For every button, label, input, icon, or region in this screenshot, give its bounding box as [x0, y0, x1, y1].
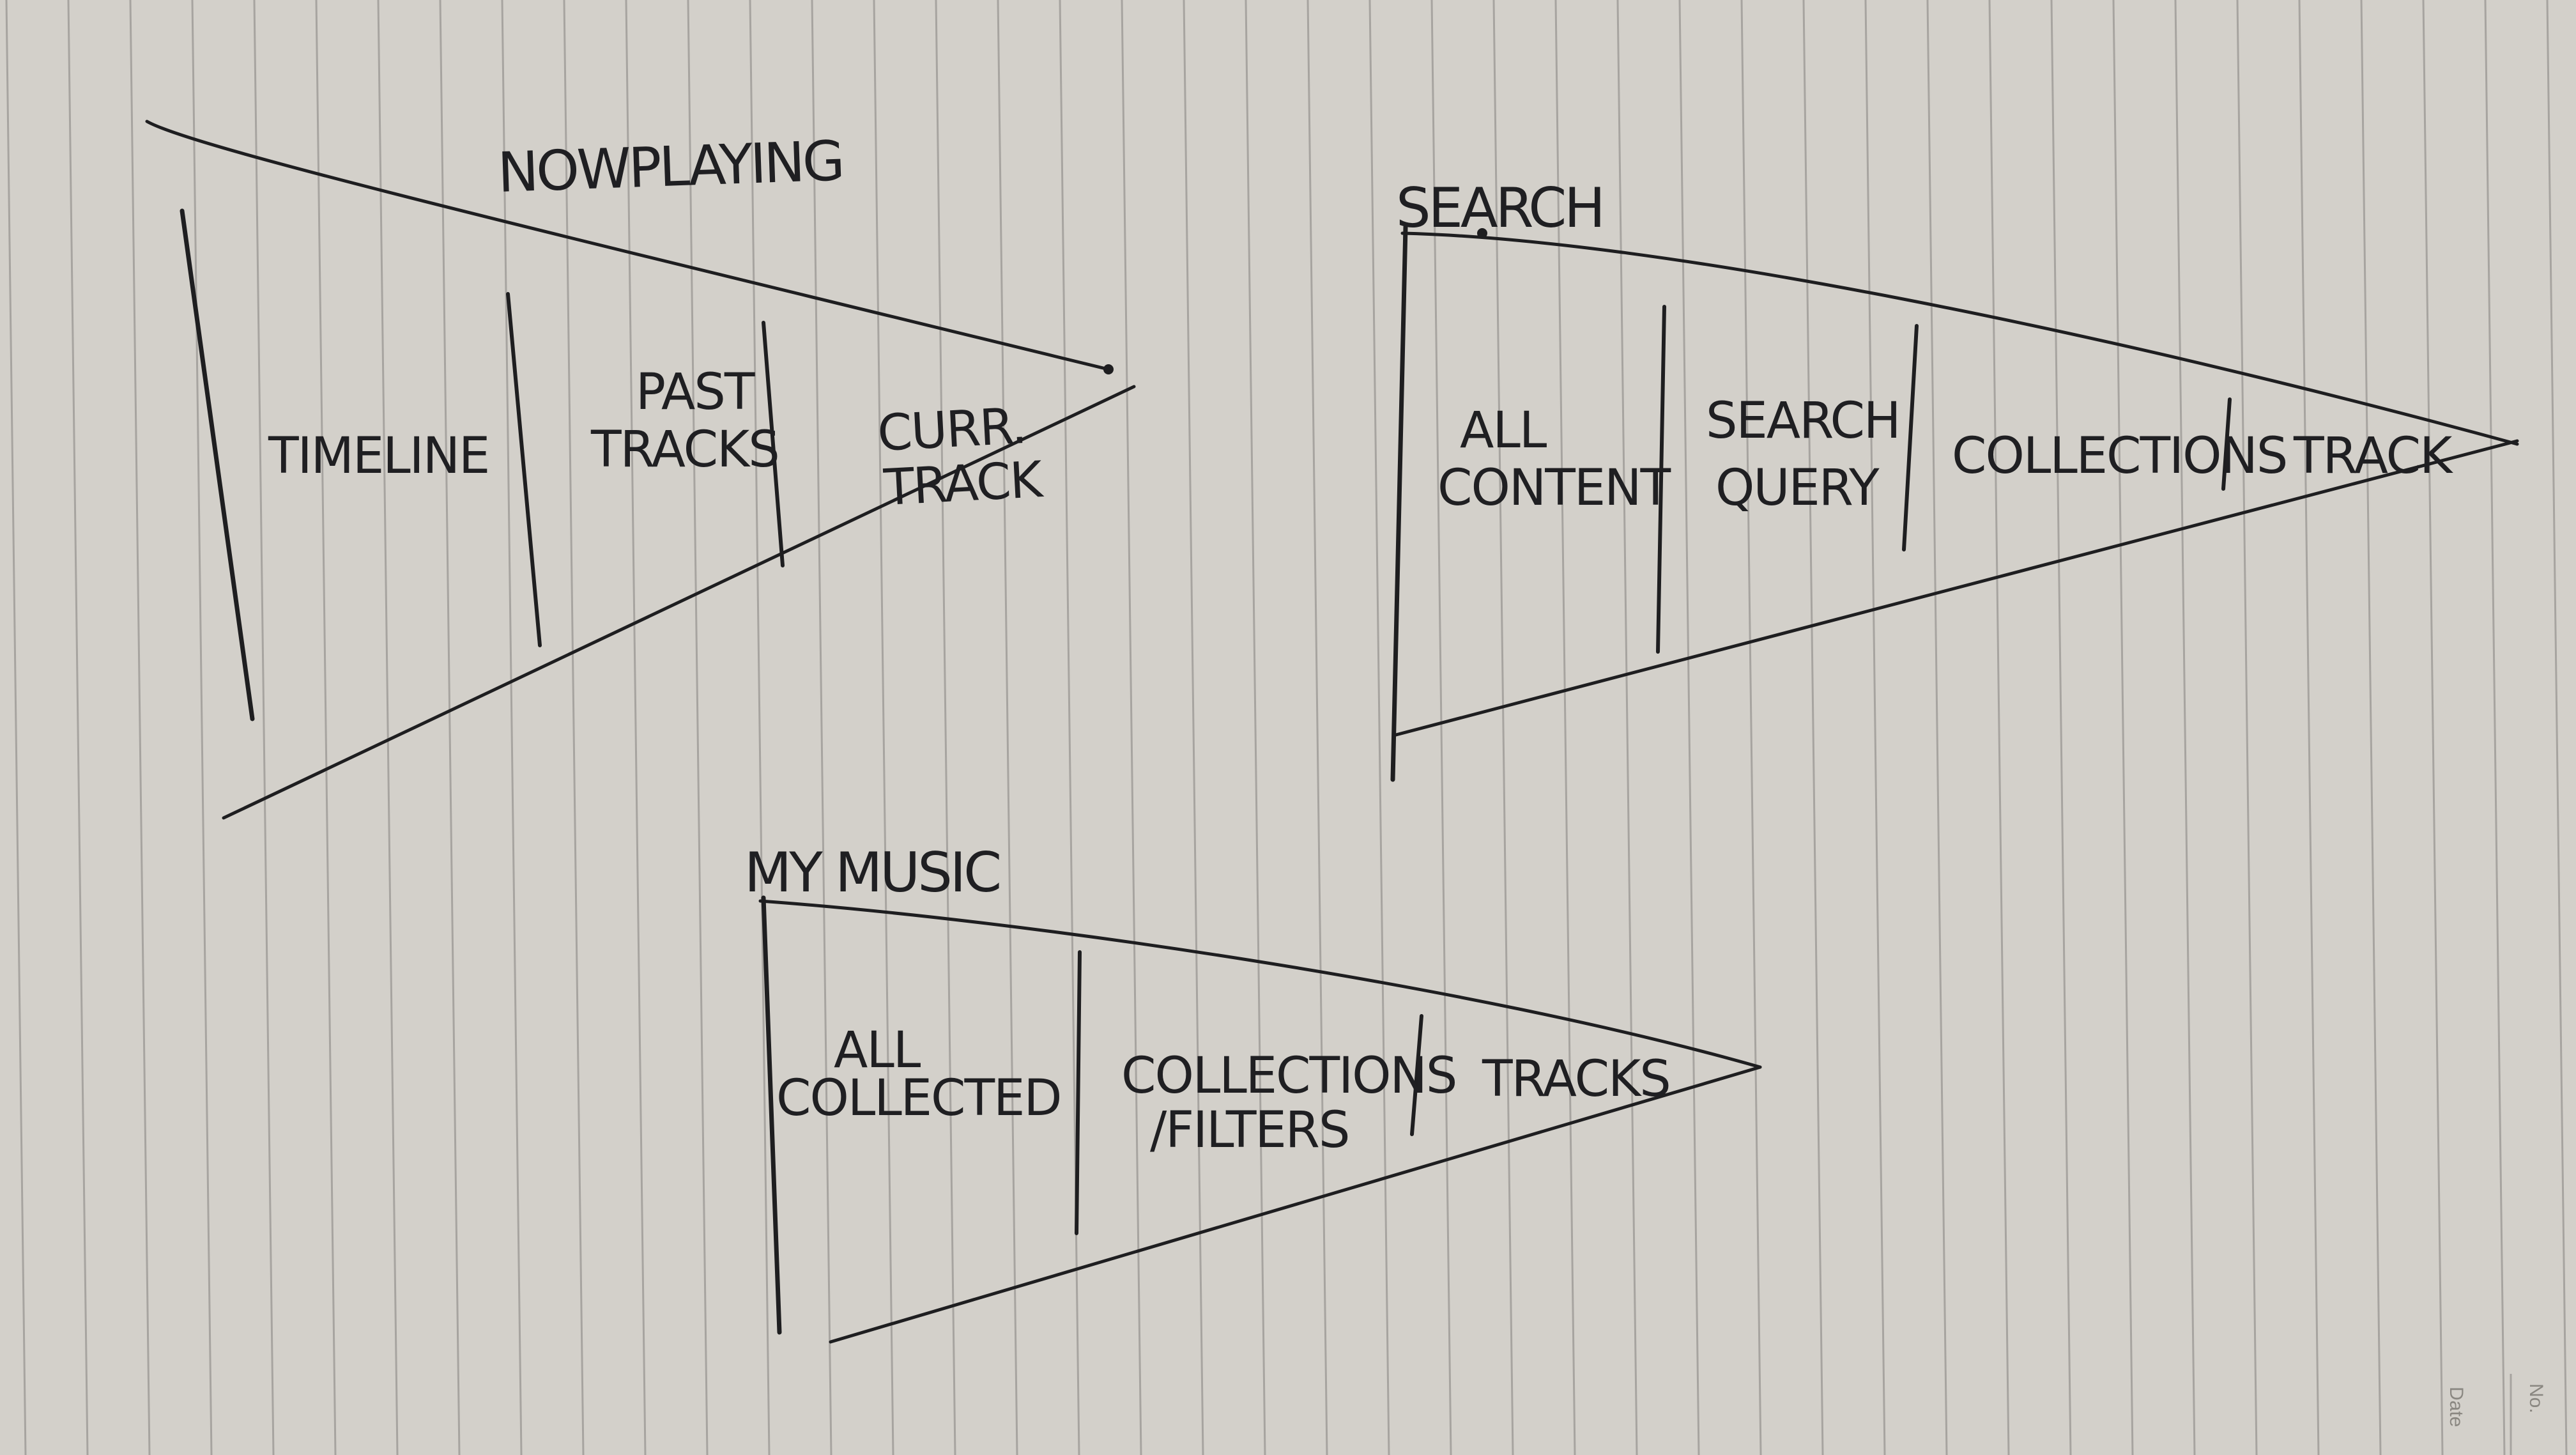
now-playing-divider-1	[506, 292, 542, 647]
rule-line	[501, 0, 523, 1455]
search-section-search: SEARCH	[1706, 392, 1900, 450]
number-label: No.	[2526, 1383, 2547, 1413]
my-music-bottom-edge	[829, 1065, 1762, 1344]
rule-line	[5, 0, 27, 1455]
search-section-query: QUERY	[1715, 459, 1880, 517]
now-playing-tip-dot	[1103, 364, 1114, 374]
my-music-divider-left	[761, 895, 782, 1335]
rule-line	[2174, 0, 2196, 1455]
search-bottom-edge	[1394, 439, 2519, 737]
rule-line	[563, 0, 585, 1455]
search-divider-left	[1390, 224, 1408, 782]
rule-line	[2050, 0, 2072, 1455]
search-section-track: TRACK	[2293, 427, 2453, 485]
now-playing-bottom-edge	[222, 385, 1136, 820]
rule-line	[1183, 0, 1204, 1455]
now-playing-section-track: TRACK	[882, 451, 1045, 517]
rule-line	[1492, 0, 1514, 1455]
search-corner-dot	[1477, 228, 1487, 238]
rule-line	[2236, 0, 2258, 1455]
date-label: Date	[2446, 1387, 2467, 1427]
rule-line	[873, 0, 894, 1455]
now-playing-title: NOWPLAYING	[496, 129, 843, 205]
my-music-section-collected: COLLECTED	[776, 1070, 1061, 1127]
my-music-divider-1	[1075, 950, 1082, 1235]
ruled-lines	[5, 0, 2568, 1455]
rule-line	[1245, 0, 1266, 1455]
search-section-collections: COLLECTIONS	[1952, 427, 2287, 485]
rule-line	[129, 0, 151, 1455]
rule-line	[191, 0, 213, 1455]
my-music-title: MY MUSIC	[744, 841, 999, 905]
my-music-top-edge	[758, 899, 1762, 1069]
now-playing-top-edge	[145, 119, 1110, 371]
rule-line	[67, 0, 89, 1455]
search-divider-2	[1902, 324, 1919, 551]
rule-line	[2298, 0, 2320, 1455]
rule-line	[935, 0, 956, 1455]
my-music-section-tracks: TRACKS	[1482, 1051, 1670, 1108]
rule-line	[1988, 0, 2010, 1455]
search-top-edge	[1400, 231, 2519, 446]
now-playing-diagram: NOWPLAYING TIMELINE PAST TRACKS CURR. TR…	[145, 119, 1136, 820]
rule-line	[439, 0, 461, 1455]
search-divider-3	[2221, 397, 2232, 491]
rule-line	[1121, 0, 1142, 1455]
search-divider-1	[1656, 305, 1666, 654]
notebook-footer: Date No.	[2446, 1374, 2547, 1455]
search-section-all: ALL	[1460, 402, 1547, 459]
rule-line	[2484, 0, 2506, 1455]
my-music-section-all: ALL	[834, 1022, 921, 1079]
rule-line	[1678, 0, 1700, 1455]
rule-line	[1740, 0, 1762, 1455]
rule-line	[377, 0, 399, 1455]
search-diagram: SEARCH ALL CONTENT SEARCH QUERY COLLECTI…	[1390, 176, 2519, 782]
rule-line	[811, 0, 832, 1455]
rule-line	[1368, 0, 1390, 1455]
now-playing-section-tracks: TRACKS	[590, 421, 779, 479]
rule-line	[1307, 0, 1328, 1455]
rule-line	[253, 0, 275, 1455]
rule-line	[315, 0, 337, 1455]
rule-line	[2360, 0, 2382, 1455]
my-music-divider-2	[1410, 1014, 1423, 1136]
rule-line	[1802, 0, 1824, 1455]
rule-line	[2422, 0, 2444, 1455]
now-playing-divider-left	[180, 208, 255, 721]
rule-line	[1926, 0, 1948, 1455]
rule-line	[1554, 0, 1576, 1455]
now-playing-section-timeline: TIMELINE	[268, 427, 489, 485]
rule-line	[1864, 0, 1886, 1455]
rule-line	[625, 0, 647, 1455]
rule-line	[1430, 0, 1452, 1455]
rule-line	[997, 0, 1018, 1455]
rule-line	[1616, 0, 1638, 1455]
now-playing-section-curr: CURR.	[876, 397, 1027, 463]
rule-line	[687, 0, 709, 1455]
my-music-diagram: MY MUSIC ALL COLLECTED COLLECTIONS /FILT…	[744, 841, 1762, 1344]
my-music-section-filters: /FILTERS	[1150, 1102, 1349, 1159]
search-section-content: CONTENT	[1438, 459, 1671, 517]
now-playing-divider-2	[762, 321, 785, 567]
my-music-section-collections: COLLECTIONS	[1121, 1047, 1456, 1105]
now-playing-section-past: PAST	[636, 364, 755, 421]
search-title: SEARCH	[1396, 176, 1603, 240]
rule-line	[749, 0, 770, 1455]
rule-line	[2112, 0, 2134, 1455]
rule-line	[2546, 0, 2568, 1455]
